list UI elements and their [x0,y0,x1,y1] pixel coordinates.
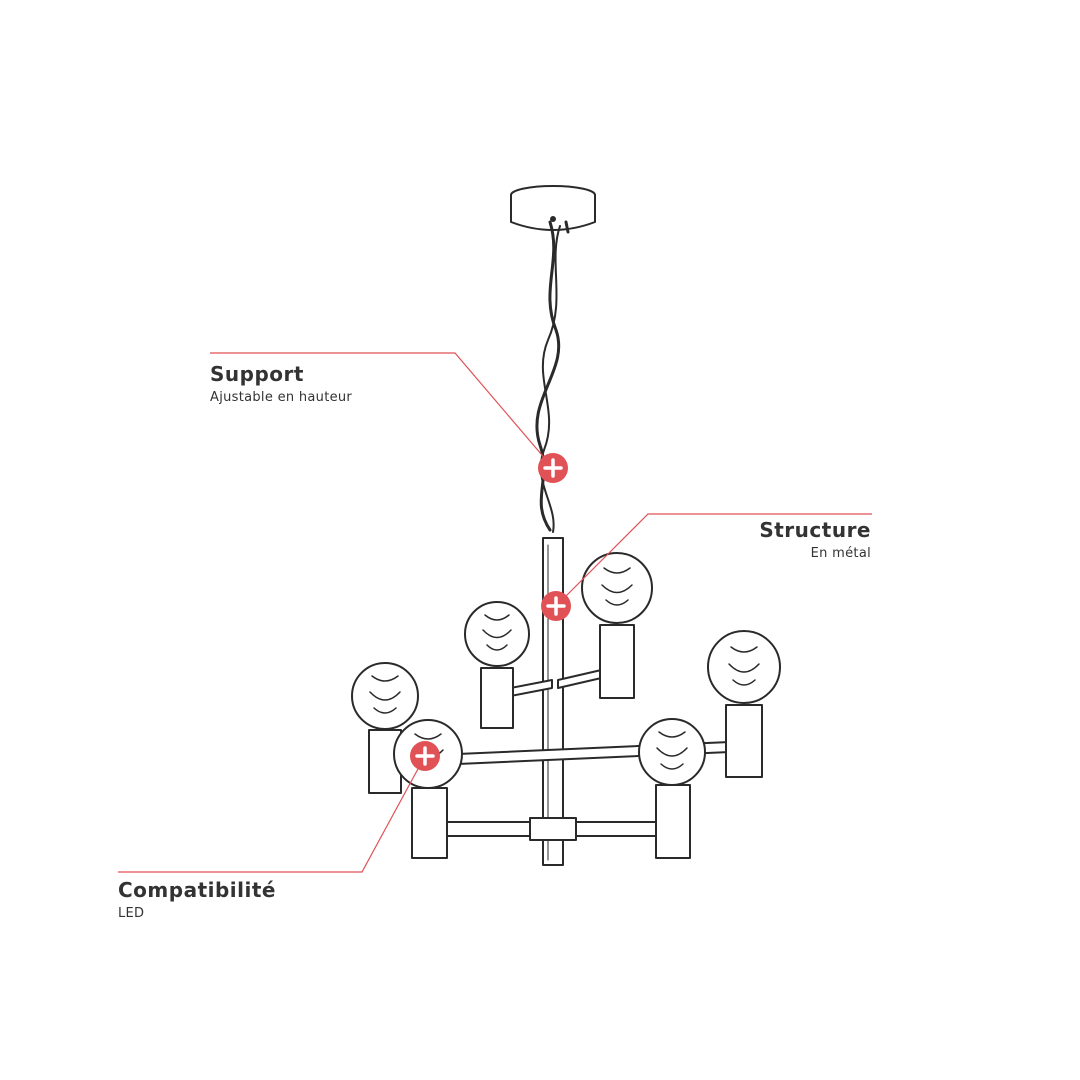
support-subtitle: Ajustable en hauteur [210,390,353,405]
support-title: Support [210,362,304,386]
structure-hotspot[interactable] [541,591,571,621]
power-cable [535,220,570,533]
bulb-front-right [638,718,706,859]
structure-leader-line [556,513,872,606]
support-hotspot[interactable] [538,453,568,483]
plus-icon [415,746,435,766]
compat-leader-line [118,755,426,873]
bulb-front-left [393,719,463,859]
structure-subtitle: En métal [810,546,871,561]
compat-callout: Compatibilité LED [118,878,276,921]
support-leader-line [210,352,554,469]
bulb-far-right [707,630,781,778]
bulb-upper-left [464,601,530,729]
plus-icon [543,458,563,478]
compat-hotspot[interactable] [410,741,440,771]
compat-subtitle: LED [118,906,145,921]
ceiling-canopy [510,185,596,231]
central-stem [542,537,564,866]
structure-callout: Structure En métal [759,518,871,561]
compat-title: Compatibilité [118,878,276,902]
structure-title: Structure [759,518,871,542]
plus-icon [546,596,566,616]
support-callout: Support Ajustable en hauteur [210,362,352,405]
bulb-upper-right [581,552,653,699]
